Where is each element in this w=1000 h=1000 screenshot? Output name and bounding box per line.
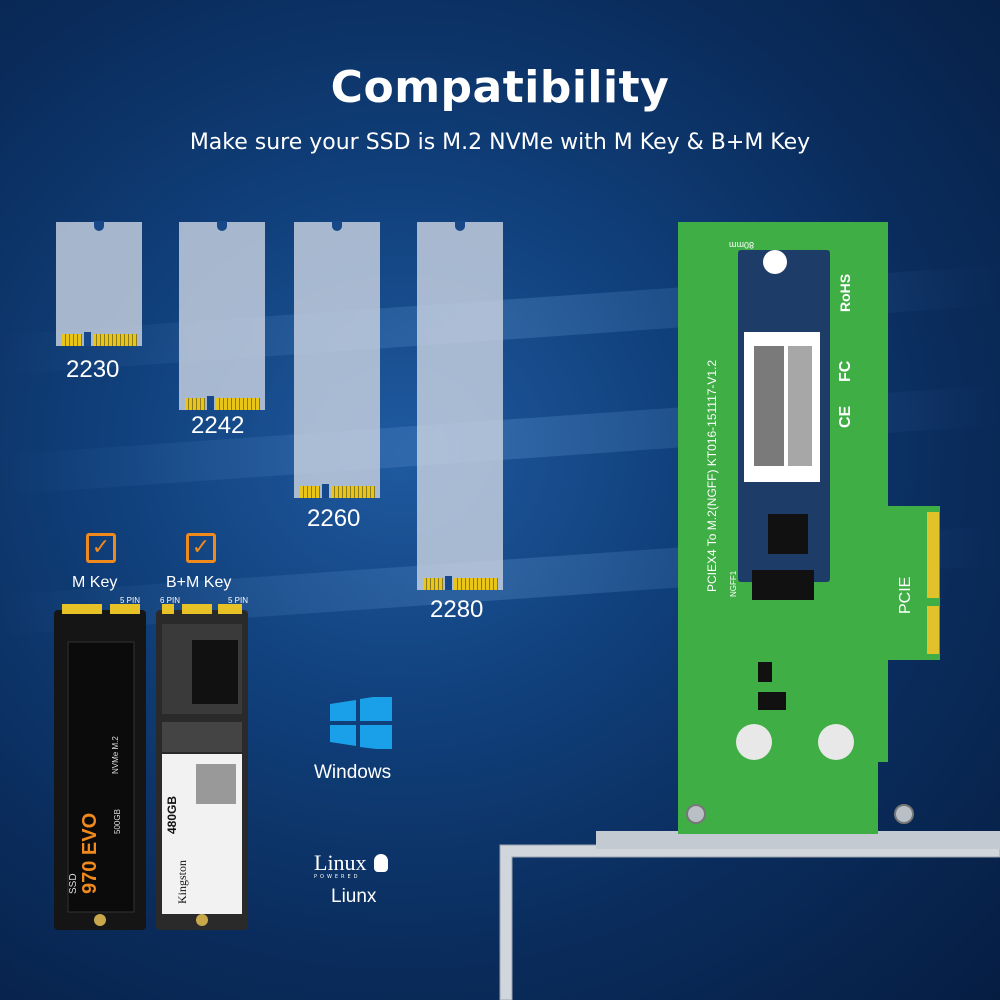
samsung-970-evo-ssd: SSD 970 EVO NVMe M.2 500GB (54, 604, 146, 930)
bm-key-pin-note-left: 6 PIN (160, 596, 181, 605)
ssd-2242-silhouette (179, 221, 265, 410)
ssd-capacity: 500GB (113, 809, 122, 834)
linux-logo: Linux POWERED (314, 850, 414, 880)
fc-mark: FC (837, 360, 854, 382)
bm-key-check-icon: ✓ (186, 533, 216, 563)
m-key-check-icon: ✓ (86, 533, 116, 563)
bm-key-label: B+M Key (166, 574, 232, 591)
windows-label: Windows (314, 762, 392, 783)
rohs-mark: RoHS (837, 274, 853, 312)
page-title: Compatibility (330, 62, 670, 113)
adapter-ngff-text: NGFF1 (729, 570, 738, 597)
kingston-ssd: 480GB Kingston (156, 604, 248, 930)
adapter-model-text: PCIEX4 To M.2(NGFF) KT016-151117-V1.2 (705, 360, 719, 592)
pcie-bracket (499, 831, 1000, 1000)
linux-label: Liunx (331, 886, 377, 907)
ce-mark: CE (837, 405, 854, 428)
ssd-brand-small: SSD (68, 873, 79, 894)
linux-logo-text: Linux (314, 850, 367, 875)
size-label-2260: 2260 (307, 505, 361, 532)
ssd-2280-silhouette (417, 221, 503, 590)
tux-icon (373, 854, 388, 872)
kingston-brand: Kingston (175, 860, 189, 904)
ssd-sub: NVMe M.2 (111, 736, 120, 774)
ssd-2230-silhouette (56, 221, 142, 346)
bm-key-pin-note-right: 5 PIN (228, 596, 249, 605)
adapter-pcie-text: PCIE (897, 577, 914, 614)
adapter-length-text: 80mm (729, 240, 754, 250)
size-label-2280: 2280 (430, 596, 484, 623)
m-key-label: M Key (72, 574, 118, 591)
ssd-model: 970 EVO (79, 813, 101, 894)
size-label-2242: 2242 (191, 412, 245, 439)
page-subtitle: Make sure your SSD is M.2 NVMe with M Ke… (189, 130, 811, 155)
ssd-2260-silhouette (294, 221, 380, 498)
windows-logo-icon (330, 697, 392, 749)
size-label-2230: 2230 (66, 356, 120, 383)
pcie-adapter-card: PCIEX4 To M.2(NGFF) KT016-151117-V1.2 NG… (678, 222, 940, 834)
kingston-capacity: 480GB (165, 796, 179, 834)
m-key-pin-note: 5 PIN (120, 596, 141, 605)
linux-logo-sub: POWERED (314, 874, 361, 880)
